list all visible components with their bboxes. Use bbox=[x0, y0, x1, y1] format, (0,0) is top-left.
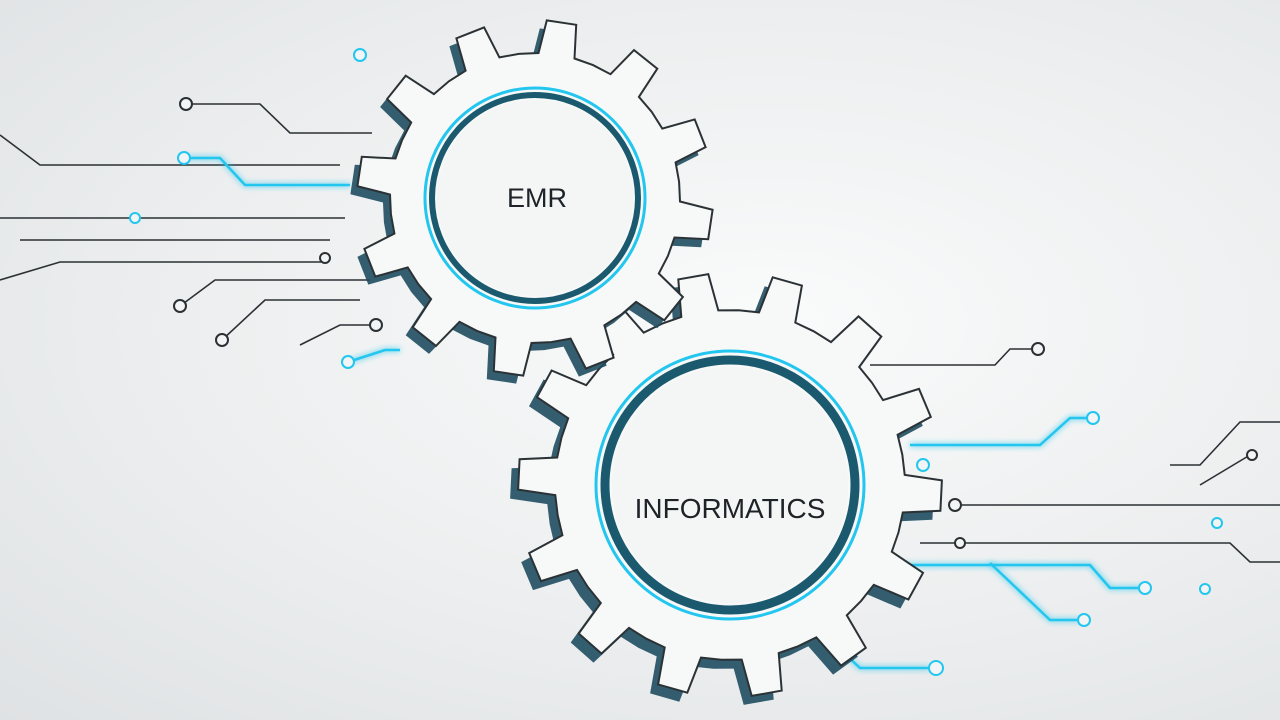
circuit-trace bbox=[920, 542, 1280, 563]
circuit-trace bbox=[870, 348, 1032, 366]
circuit-node bbox=[369, 318, 383, 332]
gear-label-emr: EMR bbox=[507, 183, 567, 213]
circuit-node bbox=[928, 660, 944, 676]
circuit-trace bbox=[0, 134, 340, 166]
gear-icon: INFORMATICS bbox=[510, 272, 943, 705]
circuit-trace bbox=[299, 324, 376, 346]
circuit-trace bbox=[186, 103, 372, 134]
circuit-node bbox=[1211, 517, 1223, 529]
circuit-node bbox=[319, 252, 331, 264]
circuit-traces-right bbox=[829, 342, 1280, 676]
gear-label-informatics: INFORMATICS bbox=[635, 493, 826, 524]
circuit-node bbox=[179, 97, 193, 111]
circuit-node bbox=[1138, 581, 1152, 595]
circuit-trace bbox=[179, 279, 370, 307]
circuit-node bbox=[1246, 449, 1258, 461]
circuit-trace bbox=[0, 261, 325, 281]
circuit-trace bbox=[1170, 421, 1280, 466]
circuit-trace bbox=[347, 348, 400, 364]
gear-icon: EMR bbox=[350, 19, 714, 384]
circuit-node bbox=[353, 48, 367, 62]
circuit-traces-left bbox=[0, 48, 420, 369]
circuit-node bbox=[954, 537, 966, 549]
circuit-node bbox=[341, 355, 355, 369]
circuit-trace bbox=[900, 563, 1145, 590]
circuit-trace bbox=[1199, 454, 1251, 486]
circuit-node bbox=[129, 212, 141, 224]
circuit-node bbox=[1077, 613, 1091, 627]
circuit-trace bbox=[910, 416, 1090, 447]
circuit-node bbox=[1199, 583, 1211, 595]
circuit-node bbox=[916, 458, 930, 472]
circuit-trace bbox=[221, 299, 360, 341]
circuit-node bbox=[948, 498, 962, 512]
circuit-node bbox=[215, 333, 229, 347]
circuit-trace bbox=[184, 156, 350, 187]
circuit-node bbox=[1086, 411, 1100, 425]
circuit-node bbox=[173, 299, 187, 313]
circuit-node bbox=[1031, 342, 1045, 356]
circuit-node bbox=[177, 151, 191, 165]
circuit-trace bbox=[989, 562, 1080, 622]
